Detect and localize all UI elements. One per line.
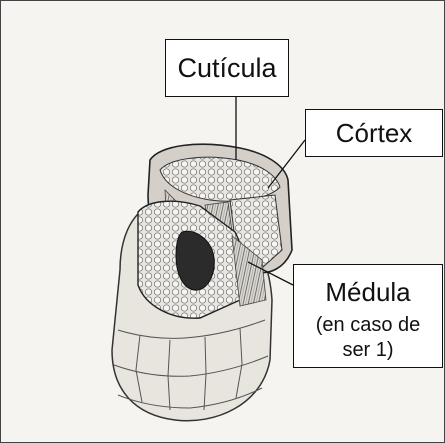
label-cortex: Córtex <box>305 109 443 157</box>
label-cortex-text: Córtex <box>336 118 413 148</box>
label-medula-title: Médula <box>294 277 442 307</box>
label-medula-note-line2: ser 1) <box>294 338 442 363</box>
label-cuticula-text: Cutícula <box>177 53 276 83</box>
label-cuticula: Cutícula <box>165 39 289 97</box>
label-medula-note-line1: (en caso de <box>294 313 442 338</box>
label-medula: Médula (en caso de ser 1) <box>293 264 443 368</box>
